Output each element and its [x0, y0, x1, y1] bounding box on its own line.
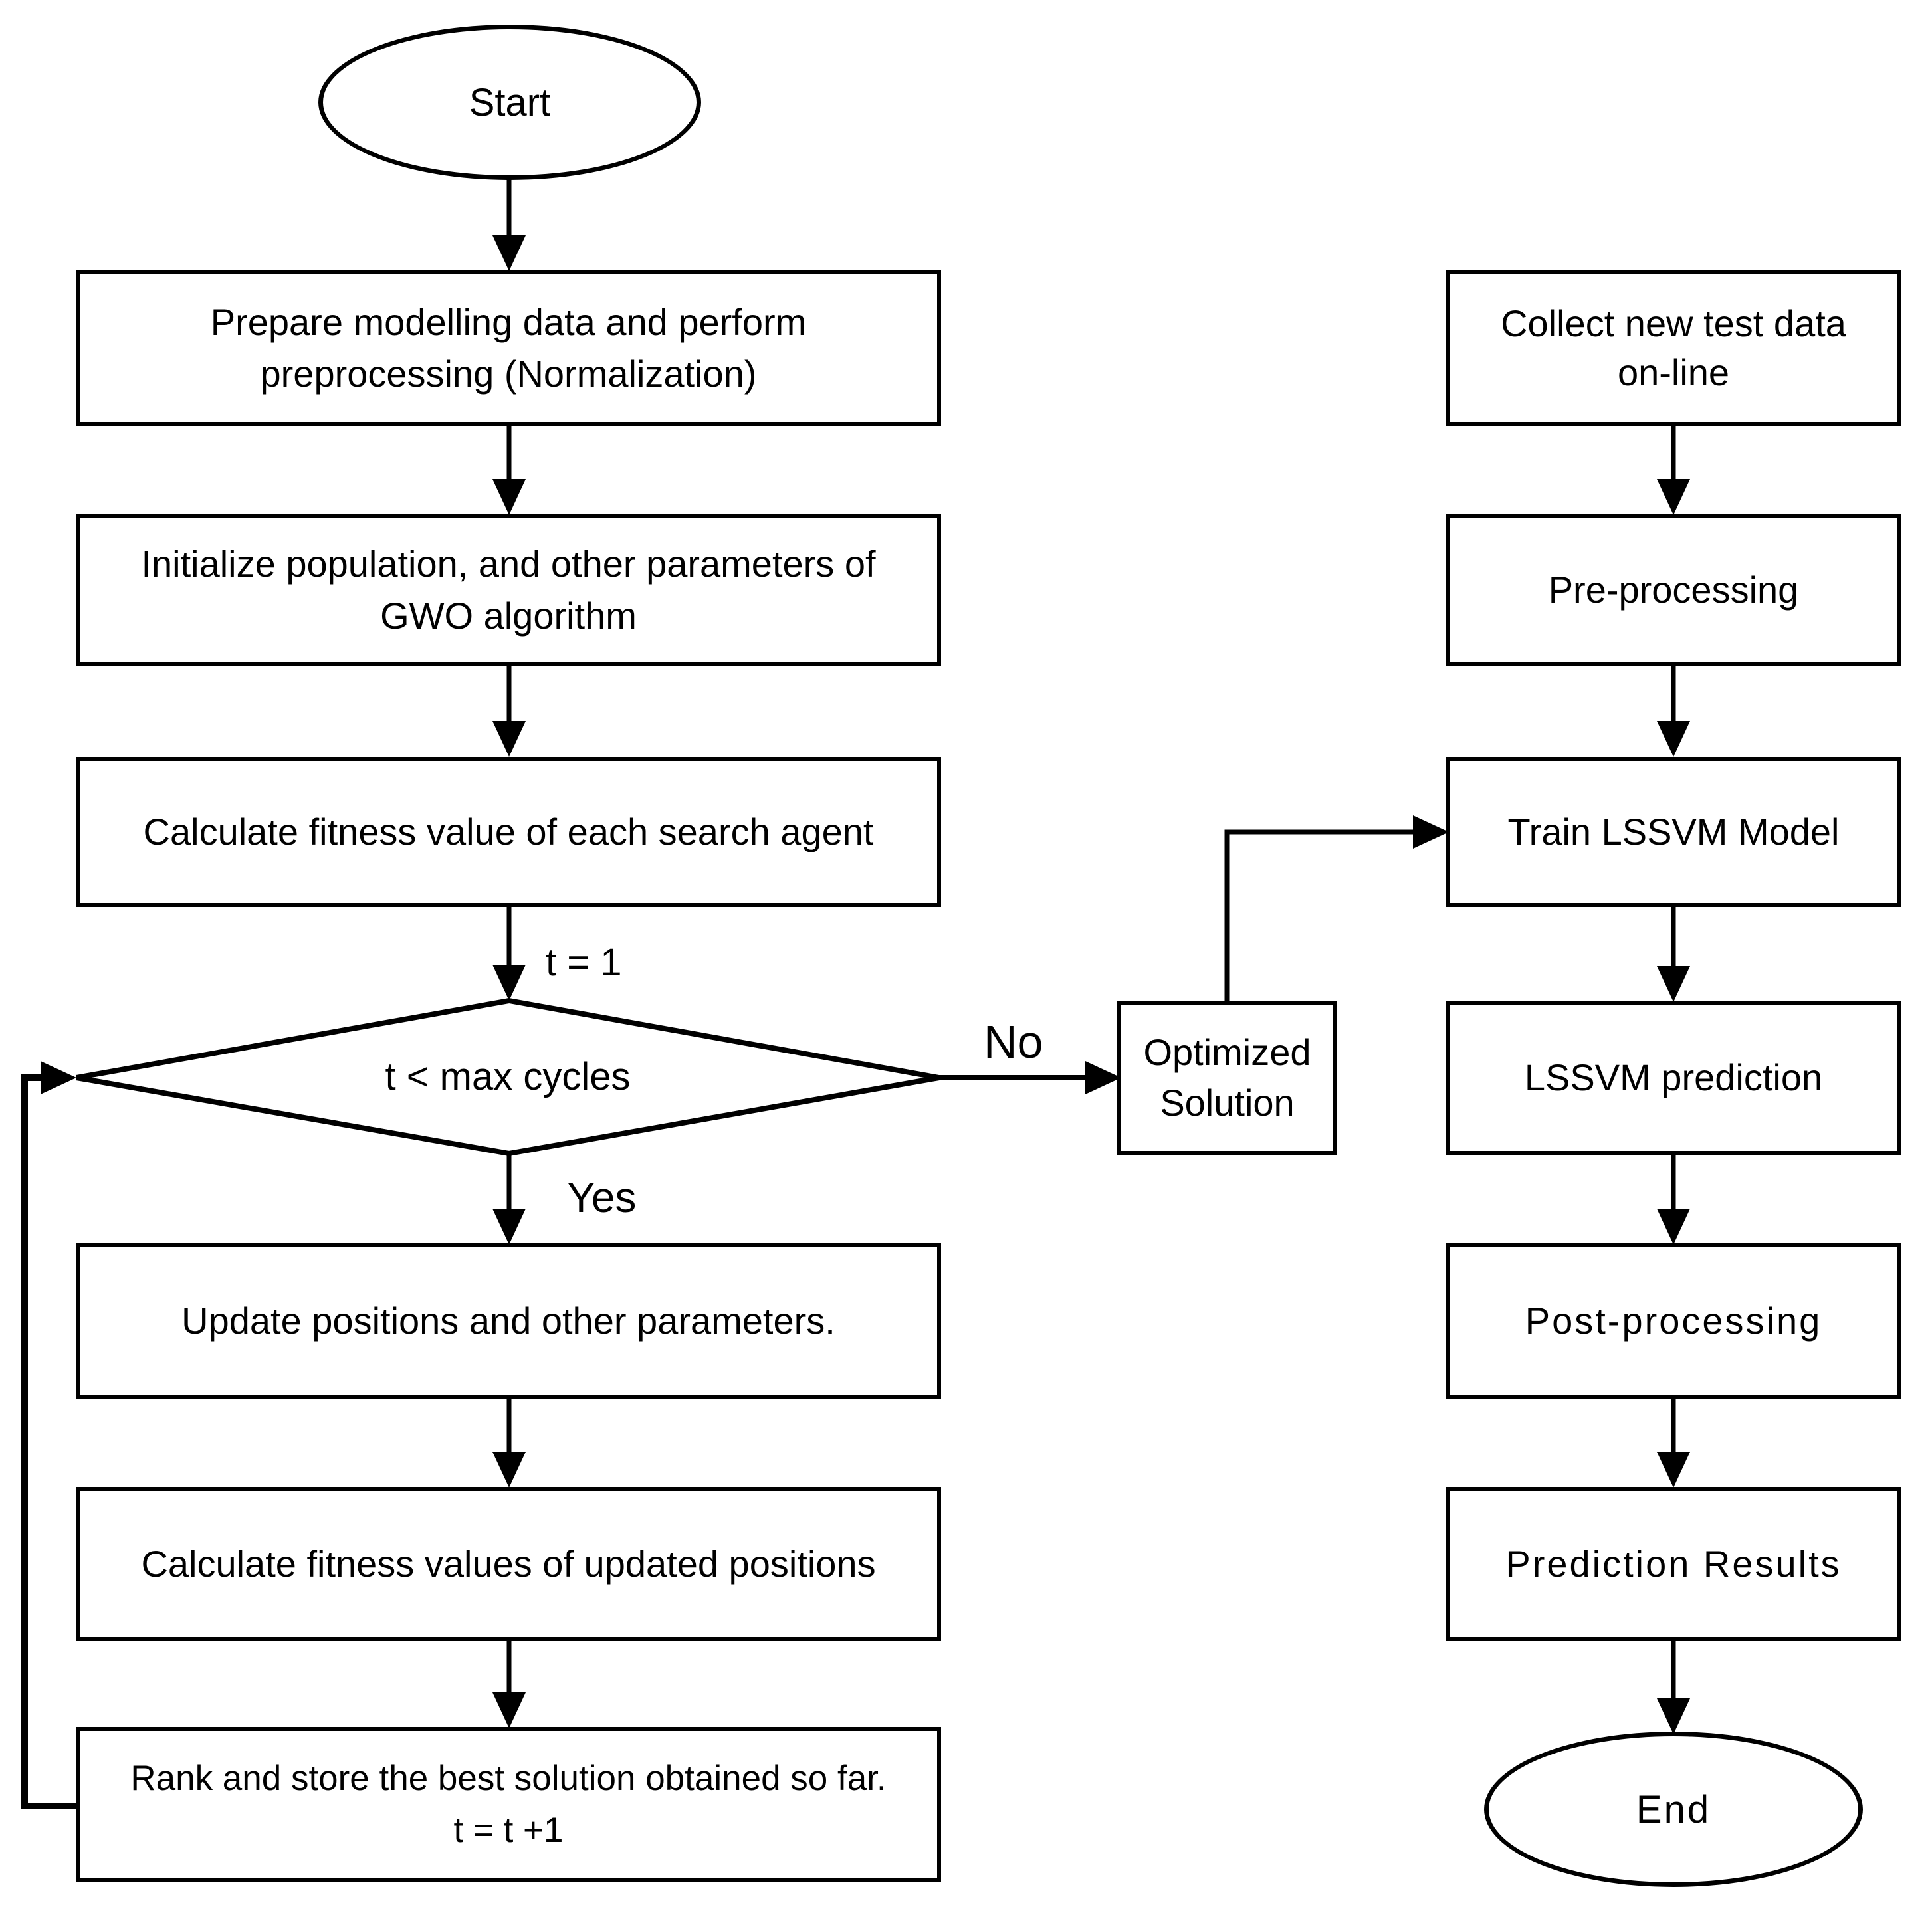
process-line: Collect new test data: [1501, 302, 1846, 344]
process-line: Solution: [1160, 1082, 1295, 1124]
end-terminator: End: [1484, 1732, 1863, 1887]
process-calculate-fitness-updated: Calculate fitness values of updated posi…: [76, 1487, 941, 1641]
start-label: Start: [469, 80, 551, 124]
process-line: Pre-processing: [1548, 569, 1799, 611]
process-line: preprocessing (Normalization): [260, 353, 757, 395]
process-train-lssvm: Train LSSVM Model: [1446, 757, 1901, 907]
process-rank-store-best: Rank and store the best solution obtaine…: [76, 1727, 941, 1882]
process-line: t = t +1: [453, 1811, 564, 1850]
flow-arrows-right: [1657, 426, 1690, 1734]
process-line: Prediction Results: [1505, 1543, 1842, 1585]
process-line: Train LSSVM Model: [1507, 811, 1840, 852]
edge-label-t-init: t = 1: [546, 941, 622, 984]
process-update-positions: Update positions and other parameters.: [76, 1243, 941, 1399]
process-line: GWO algorithm: [380, 595, 637, 637]
process-line: Update positions and other parameters.: [181, 1300, 835, 1342]
process-line: Optimized: [1143, 1031, 1311, 1073]
loop-back-arrow: [21, 1061, 78, 1809]
process-optimized-solution: Optimized Solution: [1117, 1001, 1337, 1155]
no-branch-arrow: [939, 1061, 1121, 1094]
process-calculate-fitness: Calculate fitness value of each search a…: [76, 757, 941, 907]
optimized-to-train-arrow: [1224, 815, 1449, 1003]
edge-label-yes: Yes: [567, 1173, 637, 1221]
process-line: Prepare modelling data and perform: [210, 301, 807, 343]
decision-label: t < max cycles: [385, 1054, 631, 1098]
process-prediction-results: Prediction Results: [1446, 1487, 1901, 1641]
decision-max-cycles: t < max cycles: [76, 1002, 939, 1151]
process-lssvm-prediction: LSSVM prediction: [1446, 1001, 1901, 1155]
process-post-processing: Post-processing: [1446, 1243, 1901, 1399]
process-pre-processing: Pre-processing: [1446, 514, 1901, 666]
process-line: Post-processing: [1525, 1300, 1822, 1342]
process-line: Calculate fitness value of each search a…: [143, 811, 874, 852]
process-line: Rank and store the best solution obtaine…: [130, 1759, 887, 1798]
flow-arrows-left: [492, 177, 526, 1728]
process-line: on-line: [1617, 351, 1730, 393]
start-terminator: Start: [318, 25, 701, 180]
process-line: LSSVM prediction: [1524, 1056, 1823, 1098]
process-line: Initialize population, and other paramet…: [141, 543, 876, 585]
process-prepare-data: Prepare modelling data and perform prepr…: [76, 270, 941, 426]
process-collect-test-data: Collect new test data on-line: [1446, 270, 1901, 426]
process-line: Calculate fitness values of updated posi…: [141, 1543, 876, 1585]
process-initialize-population: Initialize population, and other paramet…: [76, 514, 941, 666]
edge-label-no: No: [984, 1016, 1043, 1068]
end-label: End: [1636, 1787, 1711, 1831]
